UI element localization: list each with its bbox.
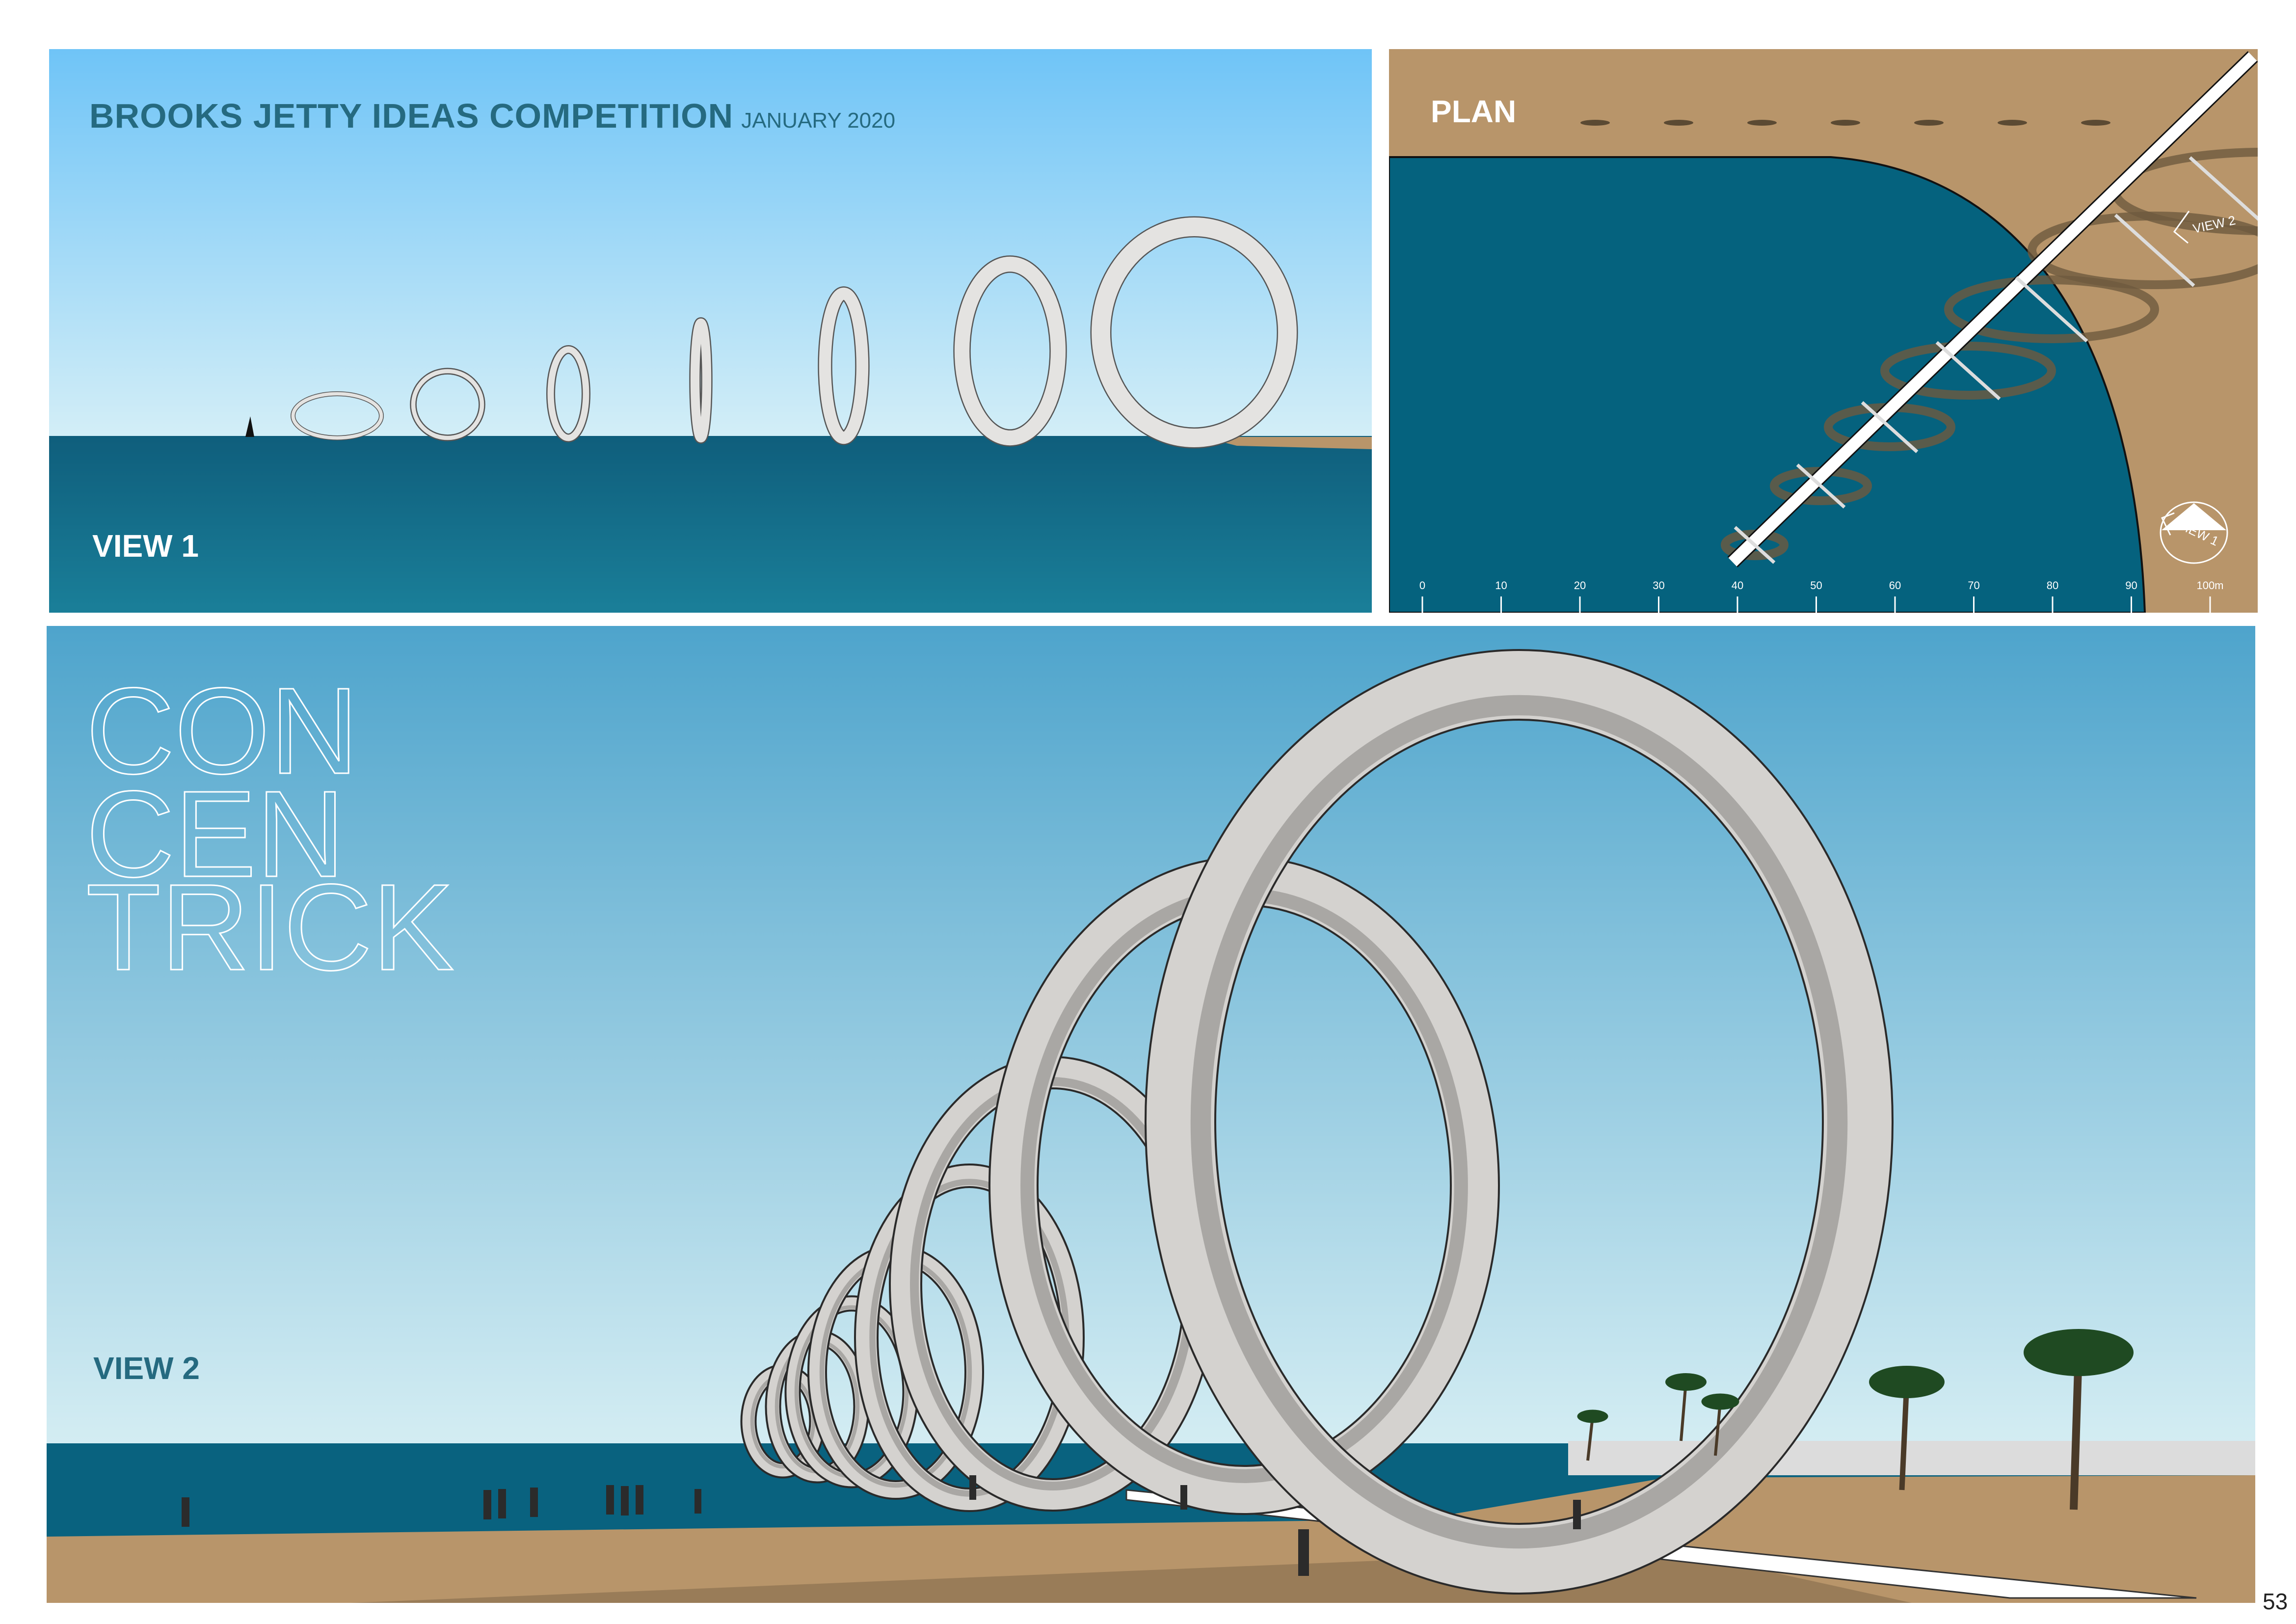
palm-crown bbox=[1577, 1409, 1608, 1423]
ring-face bbox=[1147, 651, 1892, 1593]
ring-face bbox=[819, 287, 869, 444]
ring-bar bbox=[1734, 526, 1776, 564]
concept-title-line-2: CEN bbox=[86, 765, 345, 902]
palm-crown bbox=[1665, 1373, 1707, 1391]
scale-tick-label: 30 bbox=[1653, 579, 1664, 592]
palm-trees bbox=[1580, 120, 2110, 126]
jetty bbox=[1728, 52, 2257, 567]
date: JANUARY 2020 bbox=[741, 108, 896, 133]
ring-plan-bars bbox=[1734, 156, 2258, 564]
ring-face bbox=[411, 369, 484, 440]
scale-tick-label: 100m bbox=[2196, 579, 2223, 592]
scale-tick-label: 60 bbox=[1889, 579, 1901, 592]
ring-face bbox=[690, 318, 712, 443]
view1-rings bbox=[291, 216, 1298, 449]
scale-bar: 0 10 20 30 40 50 60 70 80 90 100m bbox=[1419, 579, 2224, 613]
view2-render: CON CEN TRICK bbox=[47, 626, 2255, 1603]
scale-tick-label: 50 bbox=[1810, 579, 1822, 592]
ring-face bbox=[547, 346, 589, 441]
view2-label: VIEW 2 bbox=[93, 1351, 200, 1386]
view2-scene: CON CEN TRICK bbox=[47, 626, 2255, 1603]
ring-bar bbox=[1861, 401, 1919, 454]
ring-bar bbox=[1796, 463, 1846, 509]
view1-label: VIEW 1 bbox=[92, 528, 199, 564]
scale-tick-label: 70 bbox=[1968, 579, 1979, 592]
view2-rings bbox=[740, 649, 1894, 1595]
ring-face bbox=[954, 256, 1066, 446]
palm-trunk bbox=[1586, 1416, 1594, 1461]
plan-label: PLAN bbox=[1431, 94, 1517, 129]
scale-tick-label: 0 bbox=[1419, 579, 1425, 592]
ring-face bbox=[1092, 217, 1297, 447]
scale-tick-label: 90 bbox=[2125, 579, 2137, 592]
concept-title: CON CEN TRICK bbox=[85, 662, 455, 997]
ring-bar bbox=[2015, 276, 2088, 343]
sailboat bbox=[245, 416, 254, 437]
scale-tick-label: 40 bbox=[1732, 579, 1743, 592]
people bbox=[182, 1475, 1581, 1576]
palm-crown bbox=[2024, 1329, 2134, 1376]
beach bbox=[1202, 437, 1372, 449]
scale-tick-label: 20 bbox=[1574, 579, 1586, 592]
view1-scene bbox=[49, 49, 1372, 613]
scale-tick-label: 10 bbox=[1495, 579, 1507, 592]
north-arrow-icon bbox=[2160, 501, 2228, 564]
ring-inner-face bbox=[1190, 695, 1848, 1549]
palm-trees bbox=[1577, 1329, 2134, 1510]
palm-trunk bbox=[1899, 1381, 1910, 1490]
concept-title-line-1: CON bbox=[86, 662, 359, 799]
ring-face bbox=[291, 392, 383, 440]
scale-tick-label: 80 bbox=[2047, 579, 2058, 592]
ring-bar bbox=[2189, 156, 2258, 221]
palm-trunk bbox=[1680, 1381, 1687, 1441]
sea bbox=[49, 436, 1372, 613]
palm-trunk bbox=[1714, 1401, 1722, 1456]
concept-title-line-3: TRICK bbox=[86, 859, 454, 996]
palm-trunk bbox=[2070, 1352, 2082, 1510]
ring-bar bbox=[1935, 341, 2001, 401]
view2-arrow-icon bbox=[2173, 211, 2190, 244]
palm-crown bbox=[1701, 1393, 1739, 1410]
page-number: 53 bbox=[2263, 1589, 2288, 1614]
palm-crown bbox=[1869, 1366, 1945, 1398]
water bbox=[1389, 156, 2146, 613]
ring-bar bbox=[2114, 214, 2195, 287]
